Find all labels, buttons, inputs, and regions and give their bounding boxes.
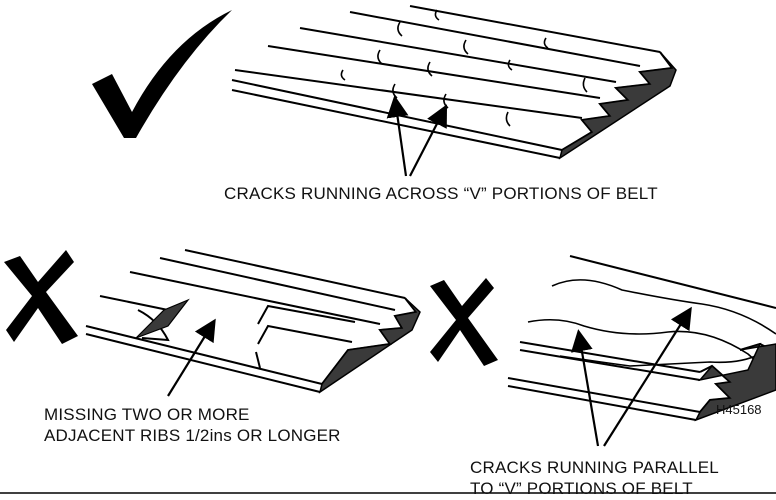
caption-cross-cracks: CRACKS RUNNING ACROSS “V” PORTIONS OF BE… xyxy=(224,183,658,204)
belt-top-view xyxy=(231,5,674,159)
caption-line: CRACKS RUNNING PARALLEL xyxy=(470,458,719,477)
caption-line: CRACKS RUNNING ACROSS “V” PORTIONS OF BE… xyxy=(224,184,658,203)
belt-missing-ribs xyxy=(85,249,418,393)
belt-end-shading-2 xyxy=(318,297,421,394)
cross-cracks xyxy=(340,9,588,127)
missing-rib-dark xyxy=(135,298,190,339)
pointer-arrows-1 xyxy=(386,95,448,177)
figure-id: H45168 xyxy=(716,402,762,417)
x-mark-icon xyxy=(4,250,78,344)
belt-end-shading xyxy=(558,51,677,160)
belt-end-shading-3 xyxy=(694,342,776,422)
caption-line: ADJACENT RIBS 1/2ins OR LONGER xyxy=(44,426,341,445)
caption-line: TO “V” PORTIONS OF BELT xyxy=(470,479,693,498)
x-mark-icon xyxy=(430,278,498,366)
checkmark-icon xyxy=(92,10,232,138)
caption-parallel-cracks: CRACKS RUNNING PARALLEL TO “V” PORTIONS … xyxy=(470,457,719,499)
caption-line: MISSING TWO OR MORE xyxy=(44,405,250,424)
caption-missing-ribs: MISSING TWO OR MORE ADJACENT RIBS 1/2ins… xyxy=(44,404,341,446)
pointer-arrow-2 xyxy=(167,318,216,397)
pointer-arrows-3 xyxy=(570,306,692,447)
